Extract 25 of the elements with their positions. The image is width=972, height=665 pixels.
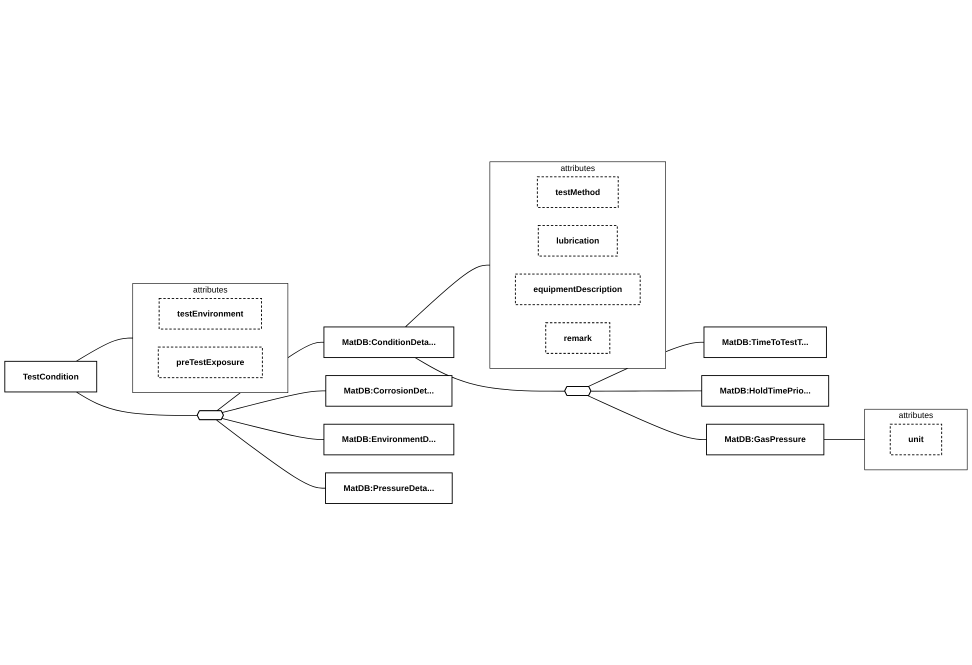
node-box: remark bbox=[545, 322, 610, 354]
node-box: preTestExposure bbox=[158, 346, 263, 378]
node-box: MatDB:ConditionDeta... bbox=[323, 326, 454, 358]
connector bbox=[823, 439, 866, 440]
node-box: TestCondition bbox=[4, 360, 98, 392]
node-box: testMethod bbox=[536, 176, 619, 208]
connector bbox=[590, 390, 702, 392]
node-box: equipmentDescription bbox=[514, 274, 641, 306]
connector bbox=[216, 419, 326, 488]
node-box: MatDB:TimeToTestT... bbox=[704, 326, 827, 358]
node-box: MatDB:CorrosionDet... bbox=[325, 374, 452, 406]
node-box: MatDB:GasPressure bbox=[706, 424, 824, 456]
connector bbox=[588, 395, 707, 440]
connector bbox=[222, 418, 324, 440]
connector bbox=[76, 338, 134, 362]
connector bbox=[404, 264, 490, 328]
connector bbox=[222, 390, 326, 413]
node-box: lubrication bbox=[538, 224, 618, 256]
connector bbox=[414, 357, 566, 392]
node-box: unit bbox=[890, 424, 942, 456]
node-box: MatDB:PressureDeta... bbox=[325, 472, 453, 504]
node-box: MatDB:EnvironmentD... bbox=[323, 424, 454, 456]
connector bbox=[76, 391, 198, 416]
node-box: testEnvironment bbox=[158, 298, 262, 330]
node-box: MatDB:HoldTimePrio... bbox=[701, 374, 830, 406]
